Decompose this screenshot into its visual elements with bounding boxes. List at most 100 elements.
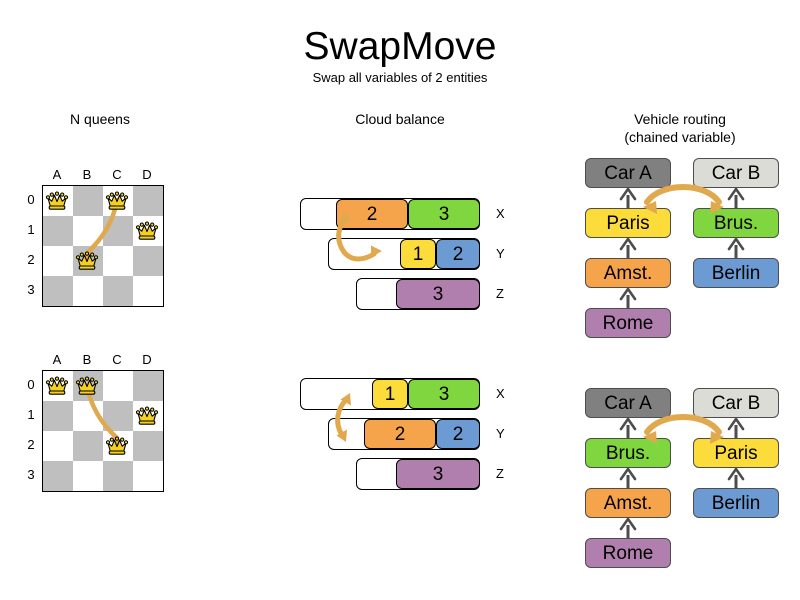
- column-header-vrp-line2: (chained variable): [624, 129, 736, 145]
- vrp-node-right-2[interactable]: Berlin: [693, 488, 779, 518]
- vrp-node-left-0[interactable]: Car A: [585, 158, 671, 188]
- queen-C0[interactable]: [102, 185, 132, 215]
- chess-rank-label-0: 0: [27, 377, 35, 392]
- vrp-node-right-0[interactable]: Car B: [693, 388, 779, 418]
- chess-file-label-A: A: [52, 167, 62, 182]
- queen-B0[interactable]: [72, 370, 102, 400]
- chess-cell-D2[interactable]: [133, 431, 163, 461]
- cloud-process-Y-0[interactable]: 2: [364, 419, 436, 449]
- vrp-node-left-2[interactable]: Amst.: [585, 488, 671, 518]
- queen-icon: [75, 251, 99, 270]
- cloud-process-X-1[interactable]: 3: [408, 379, 480, 409]
- vrp-node-left-3[interactable]: Rome: [585, 308, 671, 338]
- page-title: SwapMove: [303, 25, 497, 68]
- cloud-computer-label-Z: Z: [496, 466, 504, 481]
- vrp-node-left-2[interactable]: Amst.: [585, 258, 671, 288]
- chess-file-label-B: B: [82, 352, 92, 367]
- chess-rank-label-3: 3: [27, 467, 35, 482]
- chess-file-label-D: D: [142, 167, 152, 182]
- vrp-node-right-1[interactable]: Brus.: [693, 208, 779, 238]
- cloud-process-Z-0[interactable]: 3: [396, 279, 480, 309]
- chess-rank-label-3: 3: [27, 282, 35, 297]
- cloud-process-Y-0[interactable]: 1: [400, 239, 436, 269]
- chess-cell-B0[interactable]: [73, 186, 103, 216]
- cloud-process-X-0[interactable]: 1: [372, 379, 408, 409]
- vrp-node-right-2[interactable]: Berlin: [693, 258, 779, 288]
- cloud-computer-label-X: X: [496, 386, 505, 401]
- cloud-process-X-0[interactable]: 2: [336, 199, 408, 229]
- chess-cell-D3[interactable]: [133, 461, 163, 491]
- queen-icon: [45, 191, 69, 210]
- chess-file-label-D: D: [142, 352, 152, 367]
- chess-file-label-B: B: [82, 167, 92, 182]
- vrp-node-left-1[interactable]: Paris: [585, 208, 671, 238]
- chess-cell-A3[interactable]: [43, 461, 73, 491]
- queen-C2[interactable]: [102, 430, 132, 460]
- nqueens-board-after: A B C D 0 1 2 3: [22, 350, 202, 520]
- page-subtitle: Swap all variables of 2 entities: [312, 70, 488, 85]
- vrp-node-left-1[interactable]: Brus.: [585, 438, 671, 468]
- chess-rank-label-1: 1: [27, 407, 35, 422]
- chess-cell-A3[interactable]: [43, 276, 73, 306]
- chess-cell-C1[interactable]: [103, 401, 133, 431]
- queen-A0[interactable]: [42, 185, 72, 215]
- chess-cell-B3[interactable]: [73, 276, 103, 306]
- cloud-process-Y-1[interactable]: 2: [436, 419, 480, 449]
- chess-cell-D0[interactable]: [133, 186, 163, 216]
- chess-file-label-A: A: [52, 352, 62, 367]
- vrp-node-right-0[interactable]: Car B: [693, 158, 779, 188]
- chess-rank-label-0: 0: [27, 192, 35, 207]
- chess-cell-A2[interactable]: [43, 246, 73, 276]
- queen-B2[interactable]: [72, 245, 102, 275]
- chess-cell-B2[interactable]: [73, 431, 103, 461]
- cloud-process-Z-0[interactable]: 3: [396, 459, 480, 489]
- chess-cell-D2[interactable]: [133, 246, 163, 276]
- vrp-node-left-0[interactable]: Car A: [585, 388, 671, 418]
- chess-cell-D0[interactable]: [133, 371, 163, 401]
- chess-rank-label-2: 2: [27, 252, 35, 267]
- queen-icon: [105, 191, 129, 210]
- chess-cell-C3[interactable]: [103, 461, 133, 491]
- cloud-computer-label-Z: Z: [496, 286, 504, 301]
- queen-icon: [135, 221, 159, 240]
- chess-grid: [42, 185, 164, 307]
- chess-rank-label-1: 1: [27, 222, 35, 237]
- chess-cell-B1[interactable]: [73, 216, 103, 246]
- chess-rank-label-2: 2: [27, 437, 35, 452]
- queen-D1[interactable]: [132, 215, 162, 245]
- chess-cell-A2[interactable]: [43, 431, 73, 461]
- cloud-process-X-1[interactable]: 3: [408, 199, 480, 229]
- chess-cell-B3[interactable]: [73, 461, 103, 491]
- queen-icon: [75, 376, 99, 395]
- queen-D1[interactable]: [132, 400, 162, 430]
- chess-cell-C2[interactable]: [103, 246, 133, 276]
- cloud-process-Y-1[interactable]: 2: [436, 239, 480, 269]
- chess-cell-A1[interactable]: [43, 401, 73, 431]
- column-header-nqueens: N queens: [70, 111, 130, 127]
- vrp-node-right-1[interactable]: Paris: [693, 438, 779, 468]
- chess-cell-C0[interactable]: [103, 371, 133, 401]
- chess-cell-C3[interactable]: [103, 276, 133, 306]
- chess-file-label-C: C: [112, 352, 122, 367]
- queen-icon: [45, 376, 69, 395]
- chess-cell-C1[interactable]: [103, 216, 133, 246]
- chess-cell-B1[interactable]: [73, 401, 103, 431]
- queen-icon: [135, 406, 159, 425]
- vrp-node-left-3[interactable]: Rome: [585, 538, 671, 568]
- chess-cell-A1[interactable]: [43, 216, 73, 246]
- chess-cell-D3[interactable]: [133, 276, 163, 306]
- queen-icon: [105, 436, 129, 455]
- queen-A0[interactable]: [42, 370, 72, 400]
